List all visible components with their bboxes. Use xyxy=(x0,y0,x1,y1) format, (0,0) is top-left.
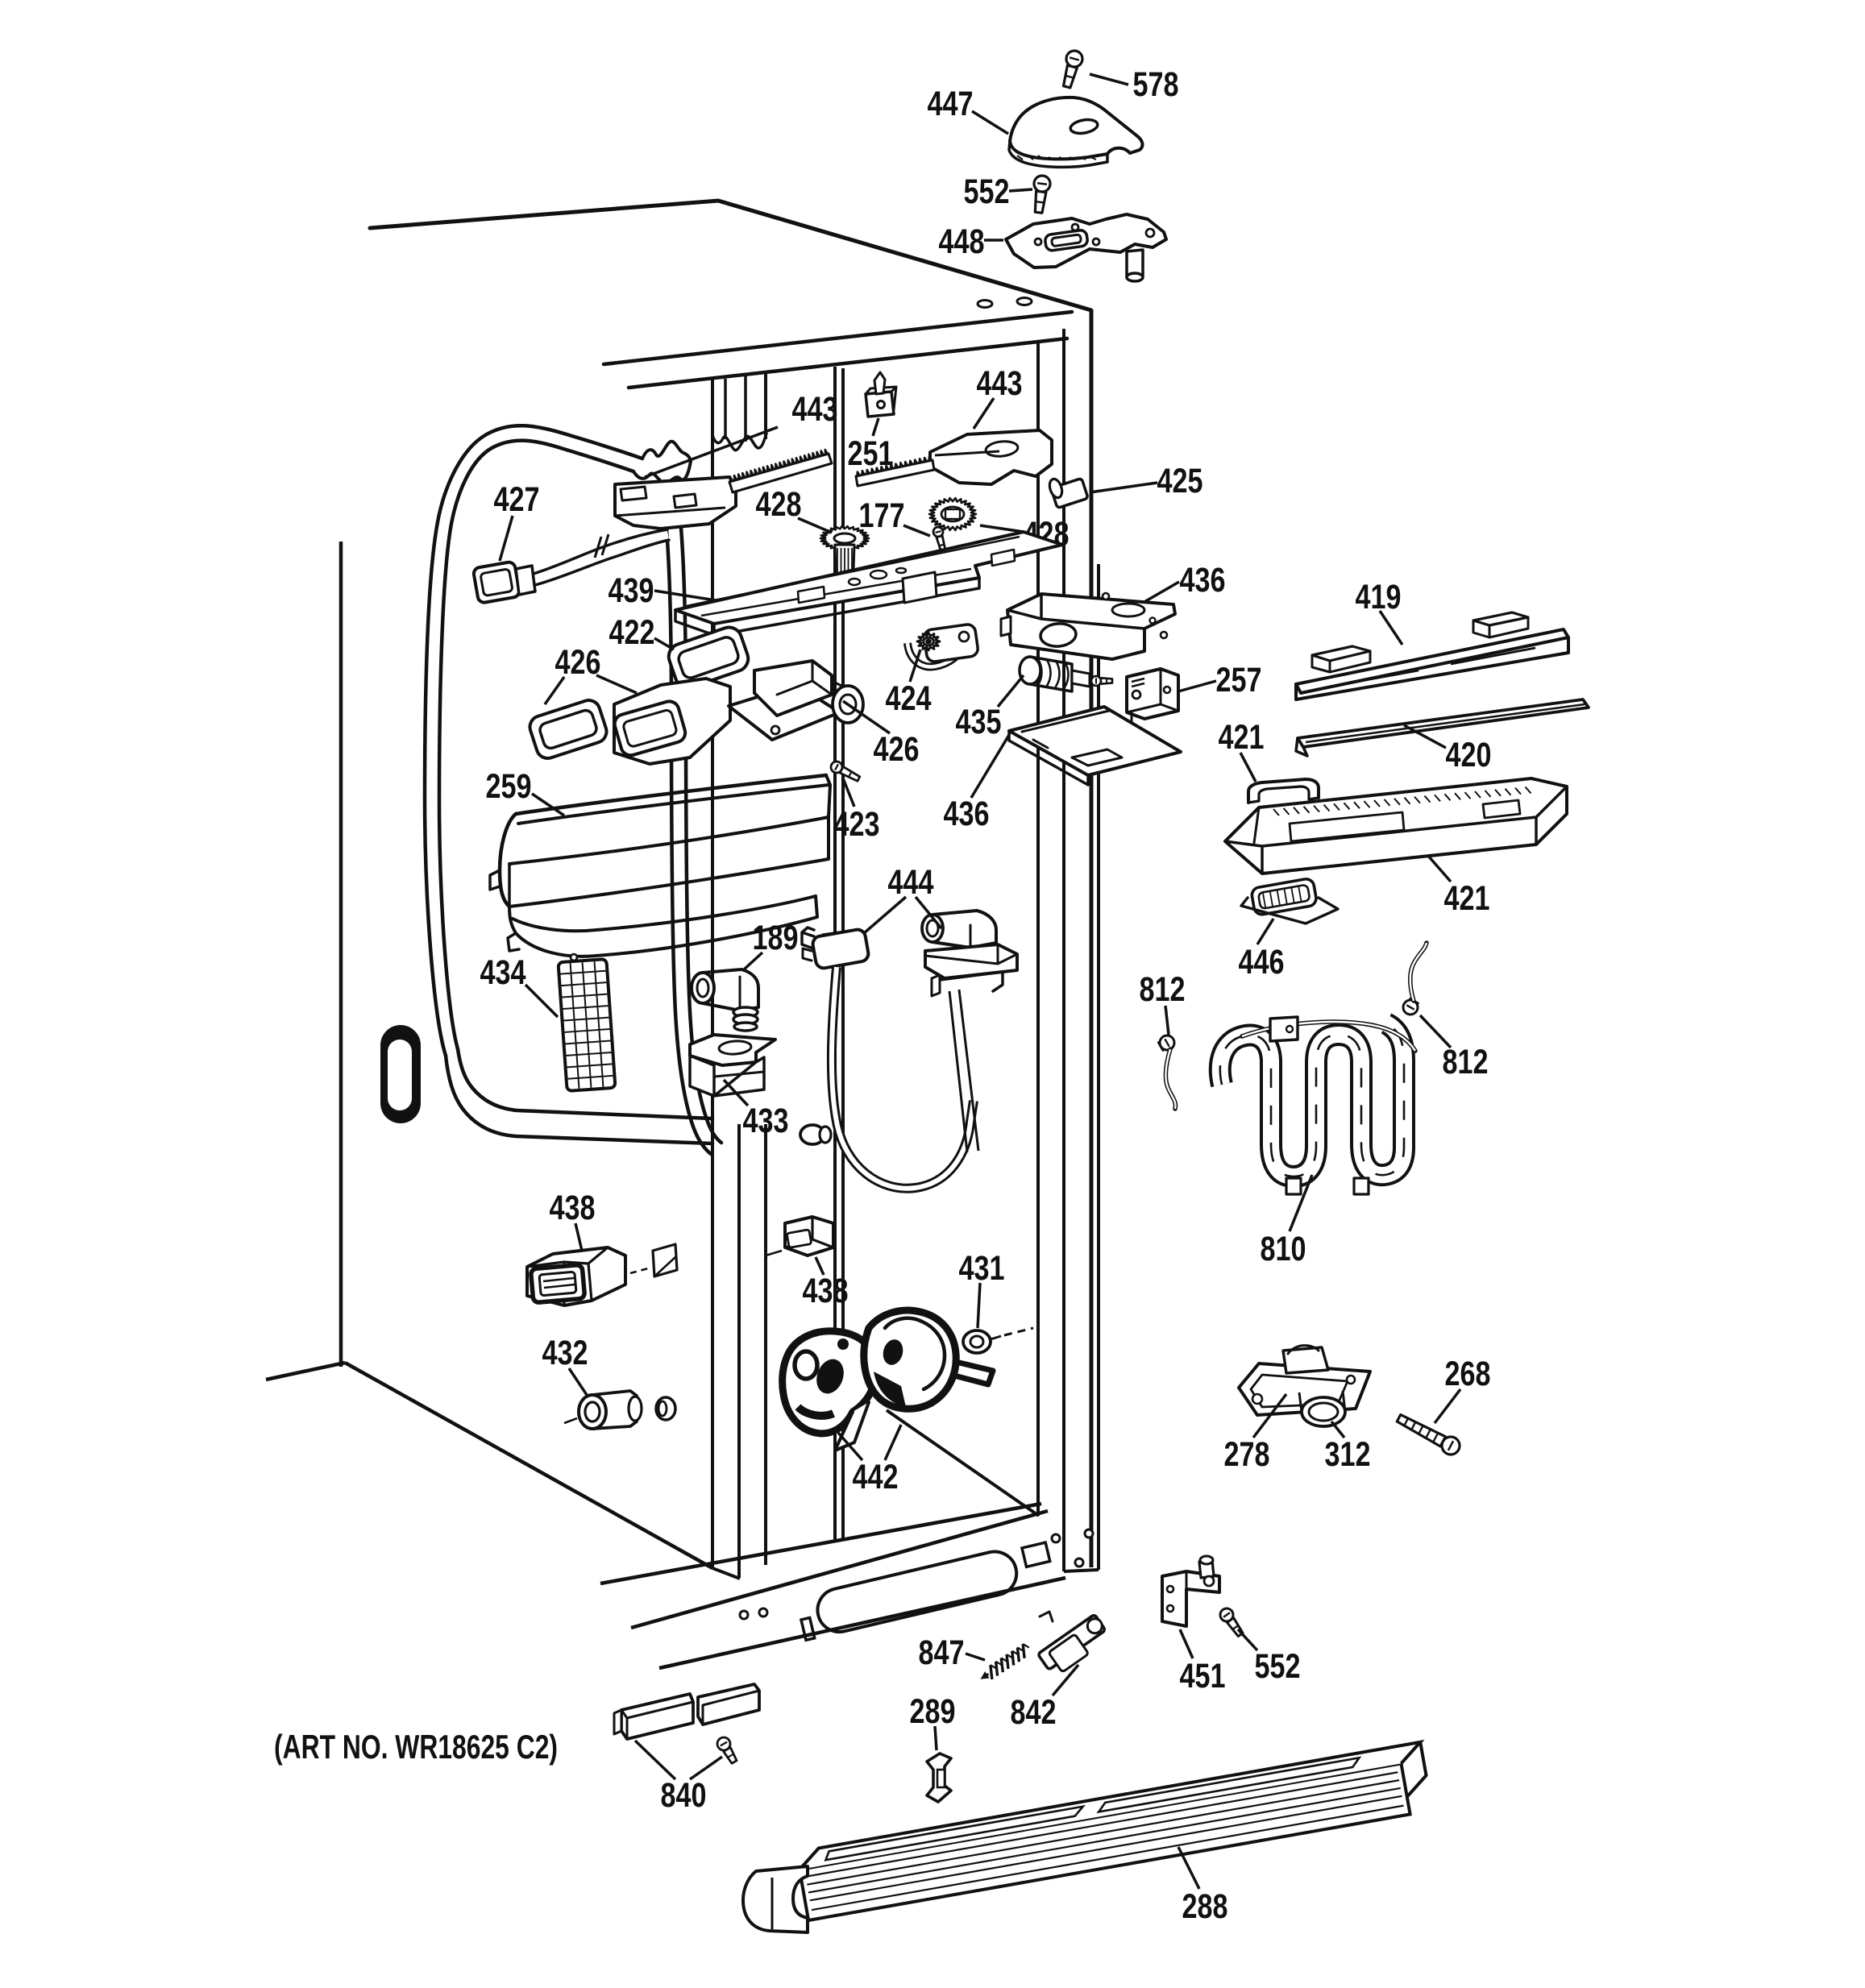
svg-text:578: 578 xyxy=(1133,65,1179,104)
svg-text:426: 426 xyxy=(874,730,920,769)
svg-text:312: 312 xyxy=(1325,1435,1371,1474)
svg-text:442: 442 xyxy=(853,1458,899,1496)
svg-text:423: 423 xyxy=(834,805,880,844)
svg-text:438: 438 xyxy=(550,1189,596,1227)
svg-text:438: 438 xyxy=(803,1272,849,1310)
svg-text:257: 257 xyxy=(1216,661,1262,699)
svg-text:446: 446 xyxy=(1239,943,1285,982)
svg-text:420: 420 xyxy=(1446,736,1492,774)
svg-text:443: 443 xyxy=(792,390,838,429)
svg-text:435: 435 xyxy=(956,703,1002,741)
svg-text:436: 436 xyxy=(1180,561,1226,600)
svg-text:444: 444 xyxy=(888,863,934,902)
svg-text:289: 289 xyxy=(910,1692,956,1731)
svg-text:426: 426 xyxy=(555,643,601,682)
svg-text:812: 812 xyxy=(1140,970,1186,1009)
svg-text:421: 421 xyxy=(1219,718,1265,757)
svg-text:(ART NO. WR18625 C2): (ART NO. WR18625 C2) xyxy=(274,1728,558,1766)
svg-text:840: 840 xyxy=(661,1776,707,1815)
svg-text:428: 428 xyxy=(756,485,802,524)
svg-text:421: 421 xyxy=(1444,879,1490,918)
svg-text:268: 268 xyxy=(1445,1355,1491,1393)
svg-text:422: 422 xyxy=(609,613,655,652)
svg-text:439: 439 xyxy=(609,571,654,610)
svg-text:812: 812 xyxy=(1443,1043,1489,1081)
svg-text:552: 552 xyxy=(964,172,1010,211)
svg-text:436: 436 xyxy=(944,795,990,833)
svg-text:419: 419 xyxy=(1356,578,1402,616)
svg-text:427: 427 xyxy=(494,480,540,519)
svg-text:448: 448 xyxy=(939,222,985,261)
svg-text:177: 177 xyxy=(859,496,905,535)
svg-text:425: 425 xyxy=(1157,462,1203,500)
svg-text:552: 552 xyxy=(1255,1647,1301,1686)
svg-text:433: 433 xyxy=(743,1102,789,1140)
svg-text:443: 443 xyxy=(977,364,1023,403)
svg-text:288: 288 xyxy=(1182,1887,1228,1926)
svg-text:432: 432 xyxy=(542,1334,588,1372)
svg-text:847: 847 xyxy=(919,1633,965,1672)
svg-text:434: 434 xyxy=(480,953,526,992)
svg-text:431: 431 xyxy=(959,1249,1005,1288)
svg-text:447: 447 xyxy=(928,85,974,123)
svg-text:842: 842 xyxy=(1011,1693,1057,1732)
svg-text:451: 451 xyxy=(1180,1657,1226,1695)
svg-text:189: 189 xyxy=(753,919,799,957)
svg-text:278: 278 xyxy=(1224,1435,1270,1474)
svg-text:810: 810 xyxy=(1261,1230,1306,1268)
svg-text:424: 424 xyxy=(886,679,932,718)
svg-text:259: 259 xyxy=(486,767,532,806)
